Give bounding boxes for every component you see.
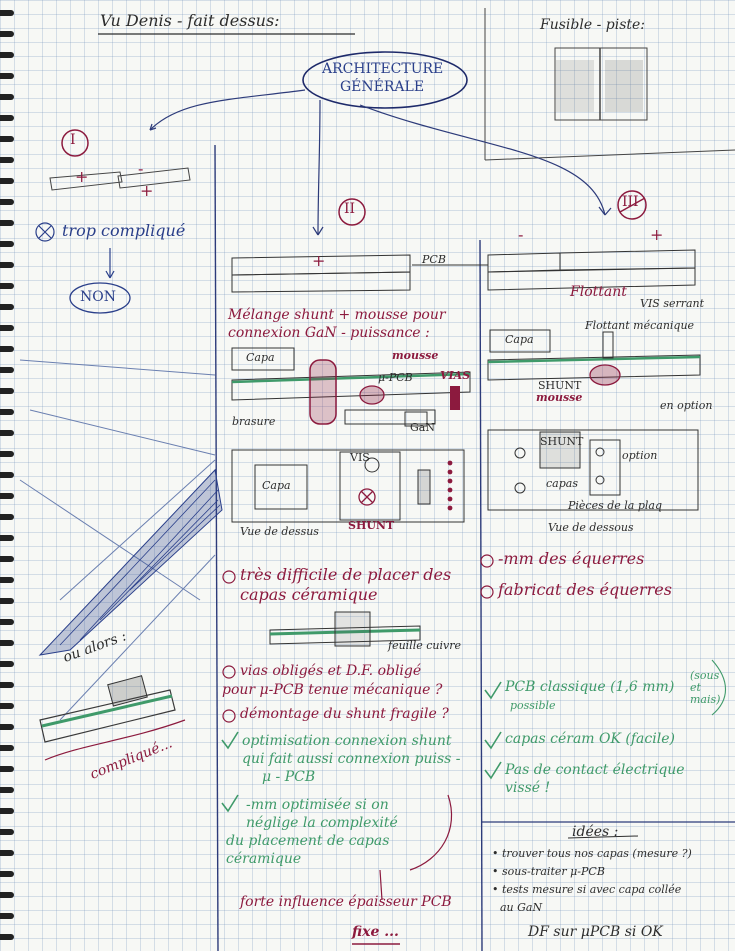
col3-con-2: fabricat des équerres — [498, 581, 672, 599]
col3-pro-2: capas céram OK (facile) — [505, 732, 675, 747]
col2-pro-2d: céramique — [226, 852, 301, 867]
col3-plus: + — [650, 226, 663, 244]
col2-feuille: feuille cuivre — [388, 640, 461, 652]
col2-pcb: PCB — [422, 254, 446, 266]
col2-pro-1b: qui fait aussi connexion puiss - — [242, 752, 461, 767]
col2-pro-2b: néglige la complexité — [246, 816, 398, 831]
col2-con-1b: capas céramique — [240, 586, 378, 604]
col3-pro-1-side: (sous et mais) — [690, 670, 728, 706]
col2-pro-2a: -mm optimisée si on — [246, 798, 389, 813]
col1-plus: + — [75, 168, 88, 186]
col2-con-2a: vias obligés et D.F. obligé — [240, 664, 421, 679]
bubble-title-1: ARCHITECTURE — [322, 62, 443, 77]
col3-mousse: mousse — [536, 392, 582, 404]
col3-vue-dessous: Vue de dessous — [548, 522, 634, 534]
col2-brasure: brasure — [232, 416, 275, 428]
col3-capa: Capa — [505, 334, 534, 346]
col3-en-option: en option — [660, 400, 712, 412]
col2-melange-2: connexion GaN - puissance : — [228, 326, 430, 341]
col3-flottant: Flottant — [570, 285, 627, 300]
bottom-view-box — [488, 430, 698, 510]
col3-pro-3b: vissé ! — [505, 781, 550, 796]
col2-shunt: SHUNT — [348, 520, 394, 532]
col2-capa: Capa — [246, 352, 275, 364]
col2-pro-1a: optimisation connexion shunt — [242, 734, 452, 749]
col2-pro-1c: μ - PCB — [262, 770, 315, 785]
col2-pro-2c: du placement de capas — [226, 834, 389, 849]
ideas-line-4: au GaN — [500, 902, 542, 914]
col1-non: NON — [80, 290, 116, 305]
col2-upcb: μ-PCB — [378, 372, 413, 384]
col3-capas: capas — [546, 478, 578, 490]
col2-forte-1: forte influence épaisseur PCB — [240, 895, 452, 910]
col2-melange-1: Mélange shunt + mousse pour — [228, 308, 446, 323]
col3-vis-serrant: VIS serrant — [640, 298, 704, 310]
col1-plus-2: + — [140, 182, 153, 200]
col2-forte-2: fixe ... — [352, 925, 399, 940]
col3-pro-1b: possible — [510, 700, 556, 712]
col2-capa-top: Capa — [262, 480, 291, 492]
bubble-title-2: GÉNÉRALE — [340, 80, 424, 95]
option-1-numeral: I — [70, 133, 76, 148]
col2-con-3: démontage du shunt fragile ? — [240, 707, 449, 722]
col2-gan: GaN — [410, 422, 435, 434]
col1-minus: - — [138, 160, 143, 178]
col3-pro-3a: Pas de contact électrique — [505, 763, 685, 778]
fusible-border-bottom — [485, 150, 735, 160]
ideas-line-3: • tests mesure si avec capa collée — [492, 884, 681, 896]
ideas-line-5: DF sur μPCB si OK — [528, 925, 663, 940]
ideas-line-1: • trouver tous nos capas (mesure ?) — [492, 848, 692, 860]
ideas-title: idées : — [572, 825, 618, 840]
fusible-label: Fusible - piste: — [540, 18, 645, 33]
col2-vias: VIAS — [440, 370, 470, 382]
col3-pieces: Pièces de la plaq — [568, 500, 662, 512]
col2-vis: VIS — [350, 452, 370, 464]
col3-option: option — [622, 450, 657, 462]
col3-minus: - — [518, 226, 523, 244]
col3-con-1: -mm des équerres — [498, 550, 644, 568]
col3-shunt-small: SHUNT — [540, 436, 583, 448]
option-2-numeral: II — [344, 202, 355, 217]
col2-plus: + — [312, 252, 325, 270]
option-3-numeral: III — [622, 195, 639, 210]
col2-mousse: mousse — [392, 350, 438, 362]
col1-verdict: trop compliqué — [62, 222, 185, 240]
column-divider-1 — [215, 145, 218, 951]
col3-flottant-meca: Flottant mécanique — [585, 320, 694, 332]
col3-pro-1a: PCB classique (1,6 mm) — [505, 680, 674, 695]
col2-vue-dessus: Vue de dessus — [240, 526, 319, 538]
col2-con-1a: très difficile de placer des — [240, 566, 451, 584]
ideas-line-2: • sous-traiter μ-PCB — [492, 866, 605, 878]
col2-con-2b: pour μ-PCB tenue mécanique ? — [222, 683, 442, 698]
page-title: Vu Denis - fait dessus: — [100, 12, 280, 30]
